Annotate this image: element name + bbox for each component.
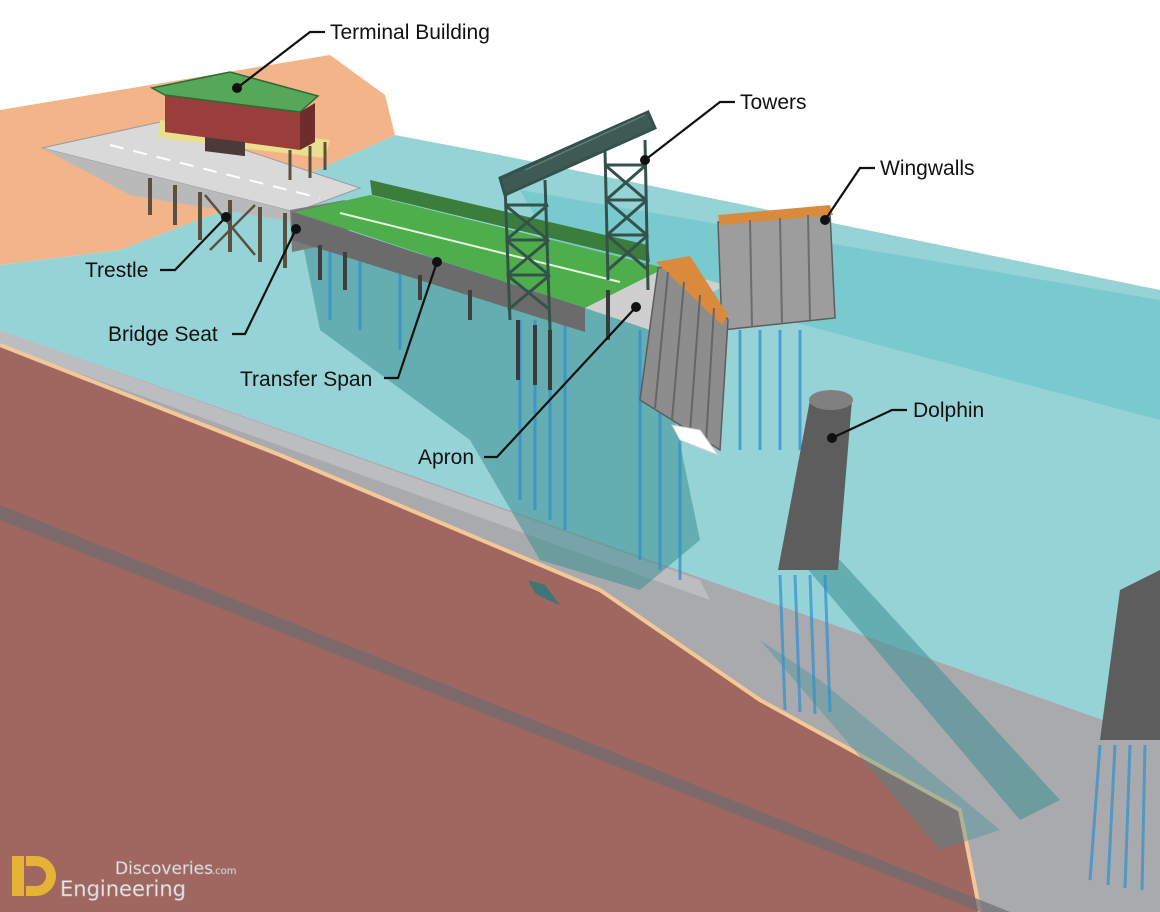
watermark-engineering: Engineering — [60, 877, 186, 901]
trestle — [41, 121, 362, 268]
dolphin-shadow-2 — [760, 640, 1000, 850]
transfer-span-piles — [318, 245, 472, 320]
callout-transfer-span — [384, 257, 442, 380]
transfer-span-rail-far — [370, 180, 650, 262]
label-trestle: Trestle — [85, 259, 148, 282]
callout-dolphin — [827, 408, 907, 443]
tower-legs-below-deck — [516, 290, 610, 390]
transfer-span-centerline — [339, 212, 621, 283]
logo-mark — [12, 856, 56, 896]
soil-edge-line — [0, 343, 982, 912]
wingwall-right — [717, 205, 836, 331]
callout-apron — [484, 302, 641, 459]
gull — [528, 424, 720, 605]
label-wingwalls: Wingwalls — [880, 157, 975, 180]
callout-bridge-seat — [232, 224, 301, 336]
label-transfer-span: Transfer Span — [240, 368, 372, 391]
gull-shadow — [528, 580, 560, 605]
tower-crossbeam — [498, 110, 657, 198]
transfer-span-girder-near — [292, 212, 585, 332]
watermark-discoveries: Discoveries — [115, 859, 213, 879]
dolphin-1-top — [809, 390, 853, 410]
label-dolphin: Dolphin — [913, 399, 984, 422]
dolphin-shadow-1 — [800, 560, 1060, 820]
dolphin-2-piles-below — [1088, 744, 1147, 891]
callout-wingwalls — [820, 166, 875, 225]
soil-front-face — [0, 505, 1010, 912]
dolphin-1-piles-below — [778, 574, 832, 715]
trestle-centerline — [109, 144, 321, 199]
tower-right — [603, 139, 650, 291]
wingwalls — [639, 205, 836, 452]
callout-terminal-building — [232, 30, 325, 93]
label-towers: Towers — [740, 91, 807, 114]
wingwall-left — [639, 256, 729, 452]
watermark-logo: Discoveries .com Engineering — [12, 856, 237, 901]
transfer-span — [290, 180, 725, 332]
terminal-building-wall-side — [300, 103, 315, 150]
watermark-domain: .com — [212, 866, 237, 877]
soil-layer — [0, 345, 980, 912]
transfer-span-deck — [295, 195, 665, 308]
label-bridge-seat: Bridge Seat — [108, 323, 218, 346]
terminal-building-stilts — [288, 142, 327, 180]
deep-channel — [520, 190, 1160, 420]
labels: Terminal Building Towers Wingwalls Trest… — [85, 21, 984, 469]
label-apron: Apron — [418, 446, 474, 469]
towers — [498, 110, 657, 390]
terminal-building-wall-front — [165, 95, 300, 150]
terminal-building-window — [205, 137, 245, 157]
trestle-bents — [148, 178, 287, 268]
label-terminal-building: Terminal Building — [330, 21, 490, 44]
callout-trestle — [160, 212, 231, 272]
callout-towers — [640, 100, 735, 165]
dolphin-2-body — [1100, 570, 1160, 740]
tower-left — [503, 179, 552, 331]
callouts — [160, 30, 907, 459]
